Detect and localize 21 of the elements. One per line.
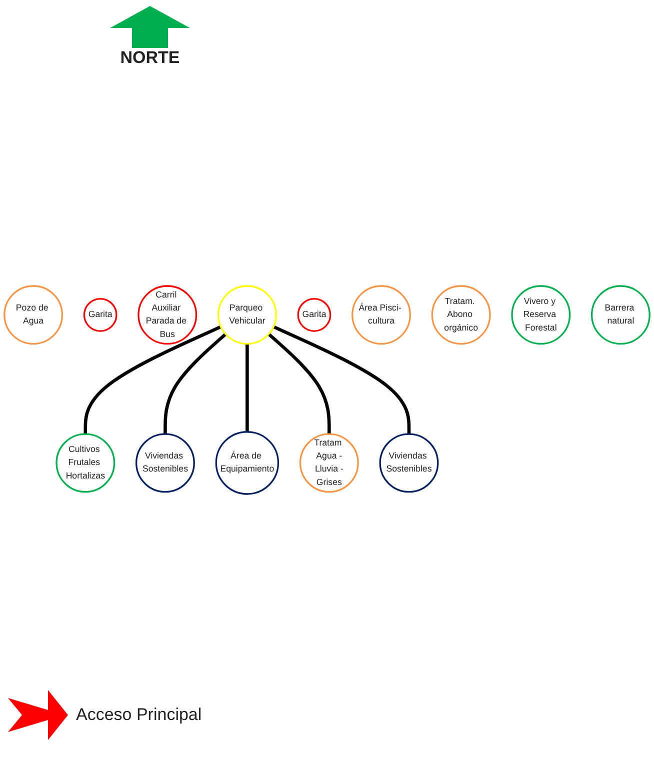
- north-label: NORTE: [120, 48, 180, 68]
- node-circle: Viviendas Sostenibles: [136, 433, 195, 493]
- connector: [272, 325, 411, 434]
- entrance-label: Acceso Principal: [76, 705, 202, 725]
- node-circle: Parqueo Vehicular: [217, 285, 277, 345]
- node-circle: Cultivos Frutales Hortalizas: [56, 433, 116, 493]
- node-circle: Área de Equipamiento: [215, 431, 280, 495]
- connector: [268, 332, 331, 434]
- node-circle: Viviendas Sostenibles: [379, 433, 439, 493]
- node-circle: Garita: [83, 298, 118, 332]
- connector: [164, 332, 227, 434]
- node-circle: Área Pisci- cultura: [352, 285, 411, 345]
- connector: [246, 344, 249, 432]
- node-circle: Tratam. Abono orgánico: [431, 285, 491, 345]
- node-circle: Vivero y Reserva Forestal: [511, 285, 571, 345]
- node-circle: Pozo de Agua: [4, 285, 64, 345]
- node-circle: Carril Auxiliar Parada de Bus: [138, 285, 198, 345]
- connector: [84, 325, 222, 434]
- node-circle: Tratam Agua -Lluvia -Grises: [299, 433, 359, 493]
- node-circle: Garita: [297, 298, 332, 332]
- node-circle: Barrera natural: [590, 285, 650, 345]
